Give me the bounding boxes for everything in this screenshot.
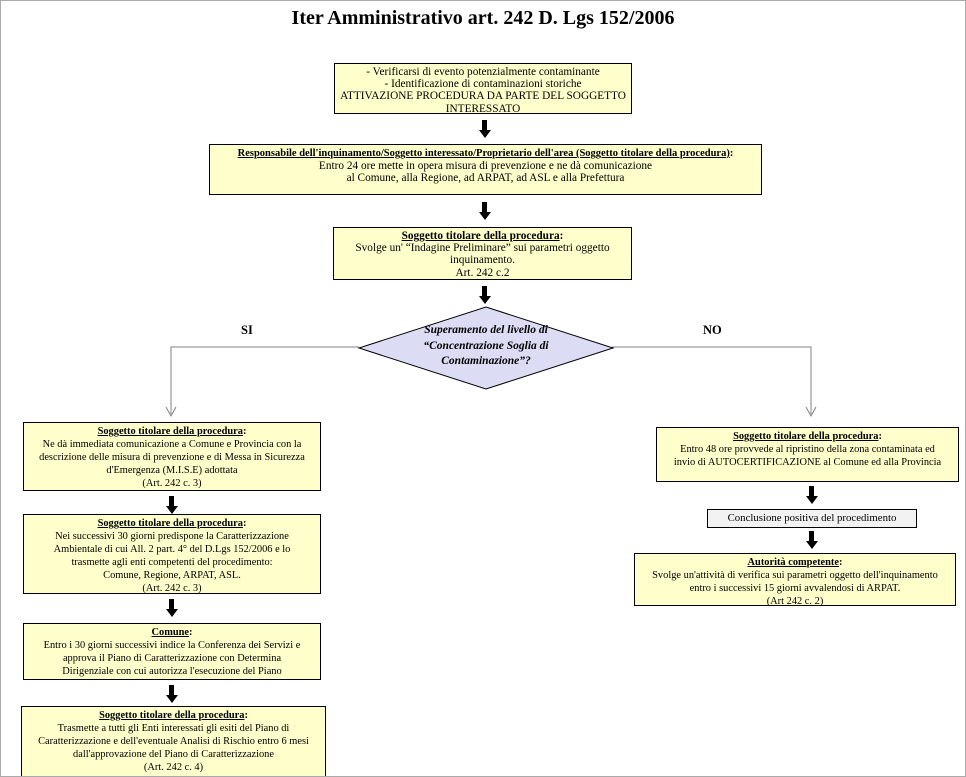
flow-arrow-down-icon: [478, 202, 491, 220]
heading-colon: :: [839, 557, 843, 568]
text-line: approva il Piano di Caratterizzazione co…: [62, 653, 282, 664]
text-line: entro i successivi 15 giorni avvalendosi…: [689, 583, 901, 594]
heading-colon: :: [244, 710, 248, 721]
ripristino-box: Soggetto titolare della procedura: Entro…: [656, 427, 959, 482]
box-heading: Soggetto titolare della procedura:: [97, 426, 247, 437]
flow-arrow-down-icon: [805, 531, 818, 549]
text-line: (Art. 242 c. 4): [143, 762, 204, 773]
text-line: Dirigenziale con cui autorizza l'esecuzi…: [62, 666, 282, 677]
heading-colon: :: [559, 230, 564, 242]
text-line: (Art. 242 c. 3): [142, 478, 202, 489]
box-heading: Soggetto titolare della procedura:: [733, 431, 882, 442]
text-line: Entro i 30 giorni successivi indice la C…: [43, 640, 301, 651]
box-heading: Autorità competente:: [747, 557, 843, 568]
flow-arrow-down-icon: [478, 286, 491, 304]
text-line: “Concentrazione Soglia di: [423, 339, 549, 352]
caratterizzazione-box: Soggetto titolare della procedura: Nei s…: [23, 514, 321, 594]
text-line: Nei successivi 30 giorni predispone la C…: [55, 531, 289, 542]
text-line: (Art 242 c. 2): [766, 596, 824, 607]
box-heading: Soggetto titolare della procedura:: [97, 518, 247, 529]
conclusione-box: Conclusione positiva del procedimento: [707, 509, 917, 528]
responsible-box: Responsabile dell'inquinamento/Soggetto …: [209, 144, 762, 195]
mise-communication-box: Soggetto titolare della procedura: Ne dà…: [23, 422, 321, 491]
box-heading: Responsabile dell'inquinamento/Soggetto …: [237, 148, 734, 159]
flow-arrow-down-icon: [165, 685, 178, 703]
text-line: Ne dà immediata comunicazione a Comune e…: [42, 439, 302, 450]
esiti-transmission-box: Soggetto titolare della procedura: Trasm…: [21, 706, 326, 776]
heading-colon: :: [189, 627, 193, 638]
comune-conference-box: Comune: Entro i 30 giorni successivi ind…: [23, 623, 321, 680]
branch-label-no: NO: [703, 323, 722, 337]
text-line: - Verificarsi di evento potenzialmente c…: [366, 66, 600, 78]
text-line: Entro 24 ore mette in opera misura di pr…: [318, 160, 653, 172]
text-line: Svolge un' “Indagine Preliminare” sui pa…: [355, 242, 610, 255]
text-line: Superamento del livello di: [424, 324, 548, 336]
text-line: al Comune, alla Regione, ad ARPAT, ad AS…: [346, 172, 625, 185]
heading-colon: :: [242, 518, 247, 529]
text-line: trasmette agli enti competenti del proce…: [71, 557, 273, 568]
text-line: Conclusione positiva del procedimento: [727, 512, 897, 524]
flow-arrow-down-icon: [165, 599, 178, 617]
text-line: Trasmette a tutti gli Enti interessati g…: [57, 723, 290, 734]
preliminary-investigation-box: Soggetto titolare della procedura: Svolg…: [333, 227, 632, 280]
text-line: (Art. 242 c. 3): [142, 583, 202, 594]
flow-arrow-down-icon: [478, 120, 491, 138]
heading-colon: :: [878, 431, 882, 442]
branch-label-si: SI: [241, 323, 253, 337]
start-box: - Verificarsi di evento potenzialmente c…: [334, 63, 632, 115]
box-heading: Soggetto titolare della procedura:: [99, 710, 248, 721]
flow-arrow-down-icon: [805, 486, 818, 504]
page-title: Iter Amministrativo art. 242 D. Lgs 152/…: [291, 7, 675, 29]
text-line: Comune, Regione, ARPAT, ASL.: [103, 570, 241, 581]
text-line: Caratterizzazione e dell'eventuale Anali…: [38, 736, 309, 747]
text-line: d'Emergenza (M.I.S.E) adottata: [106, 465, 238, 476]
text-line: Art. 242 c.2: [455, 266, 510, 279]
text-line: Svolge un'attività di verifica sui param…: [652, 570, 938, 581]
text-line: invio di AUTOCERTIFICAZIONE al Comune ed…: [673, 457, 942, 468]
heading-colon: :: [242, 426, 247, 437]
autorita-verification-box: Autorità competente: Svolge un'attività …: [634, 553, 956, 607]
text-line: ATTIVAZIONE PROCEDURA DA PARTE DEL SOGGE…: [340, 90, 626, 115]
box-heading: Soggetto titolare della procedura:: [401, 230, 564, 242]
text-line: Contaminazione”?: [441, 355, 531, 367]
text-line: Entro 48 ore provvede al ripristino dell…: [680, 444, 935, 455]
box-heading: Comune:: [151, 627, 193, 638]
text-line: - Identificazione di contaminazioni stor…: [384, 78, 582, 91]
heading-colon: :: [729, 148, 734, 159]
text-line: Ambientale di cui All. 2 part. 4° del D.…: [53, 544, 291, 555]
decision-diamond: Superamento del livello di “Concentrazio…: [386, 323, 586, 370]
text-line: inquinamento.: [450, 254, 515, 267]
flow-arrow-down-icon: [165, 496, 178, 514]
text-line: dall'approvazione del Piano di Caratteri…: [73, 749, 274, 760]
text-line: descrizione delle misura di prevenzione …: [39, 452, 305, 463]
